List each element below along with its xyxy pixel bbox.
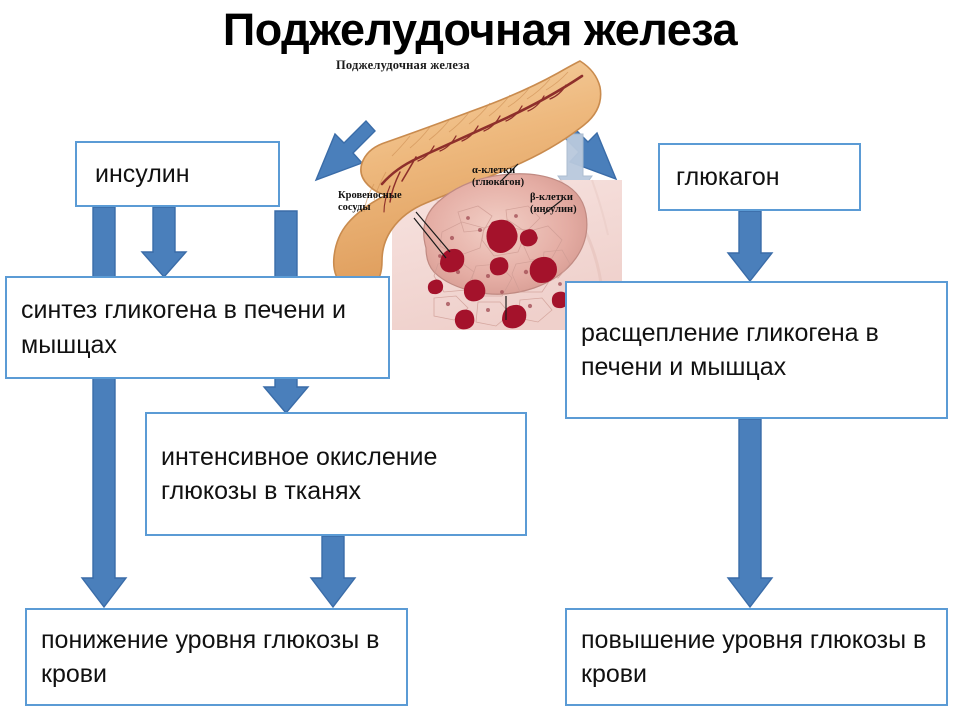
node-glucagon[interactable]: глюкагон — [658, 143, 861, 211]
beta-cells-label: β-клетки (инсулин) — [530, 192, 577, 216]
node-lower-blood-glucose[interactable]: понижение уровня глюкозы в крови — [25, 608, 408, 706]
node-glucose-oxidation[interactable]: интенсивное окисление глюкозы в тканях — [145, 412, 527, 536]
pancreas-organ — [332, 60, 602, 294]
alpha-cells-label: α-клетки (глюкагон) — [472, 165, 525, 189]
node-glucose-oxidation-label: интенсивное окисление глюкозы в тканях — [161, 442, 438, 506]
node-insulin[interactable]: инсулин — [75, 141, 280, 207]
page-title: Поджелудочная железа — [222, 4, 738, 55]
node-glucagon-label: глюкагон — [676, 162, 780, 191]
arrow-glucagon-to-breakdown — [726, 210, 774, 283]
node-glycogen-breakdown-label: расщепление гликогена в печени и мышцах — [581, 318, 879, 382]
node-raise-blood-glucose-label: повышение уровня глюкозы в крови — [581, 625, 927, 689]
arrow-insulin-to-synthesis — [140, 206, 188, 279]
blood-vessels-label: Кровеносные сосуды — [338, 190, 402, 214]
pancreas-caption: Поджелудочная железа — [336, 58, 470, 72]
node-glycogen-synthesis[interactable]: синтез гликогена в печени и мышцах — [5, 276, 390, 379]
node-insulin-label: инсулин — [95, 159, 190, 188]
node-lower-blood-glucose-label: понижение уровня глюкозы в крови — [41, 625, 380, 689]
node-raise-blood-glucose[interactable]: повышение уровня глюкозы в крови — [565, 608, 948, 706]
node-glycogen-synthesis-label: синтез гликогена в печени и мышцах — [21, 296, 347, 359]
arrow-breakdown-to-raise-glucose — [726, 418, 774, 609]
arrow-insulin-to-lower-glucose — [80, 206, 128, 609]
arrow-oxidation-to-lower-glucose — [309, 535, 357, 609]
islet-of-langerhans — [413, 163, 588, 330]
node-glycogen-breakdown[interactable]: расщепление гликогена в печени и мышцах — [565, 281, 948, 419]
